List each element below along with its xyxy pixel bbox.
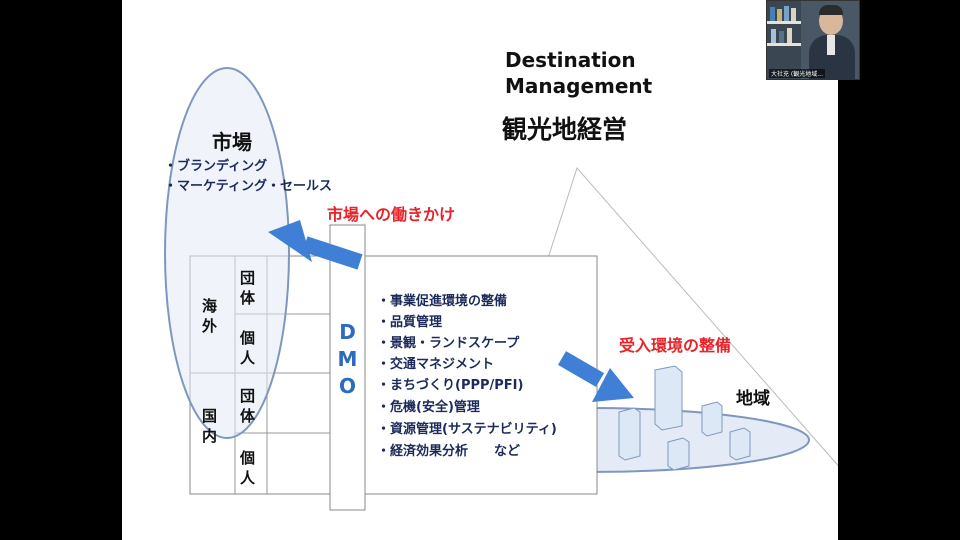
overseas-label: 海外	[202, 297, 218, 335]
participant-name-label: 大社充 (観光地域...	[769, 69, 825, 78]
group-label: 団体	[240, 269, 256, 307]
task-item: ・事業促進環境の整備	[377, 294, 508, 309]
person-collar	[827, 35, 835, 55]
task-item: ・交通マネジメント	[377, 357, 495, 372]
task-item: ・経済効果分析 など	[377, 444, 521, 459]
task-item: ・危機(安全)管理	[377, 400, 480, 415]
task-item: ・資源管理(サステナビリティ)	[377, 422, 557, 437]
individual-label: 個人	[240, 449, 256, 487]
individual-label: 個人	[240, 329, 256, 367]
market-arrow	[268, 220, 363, 270]
task-item: ・景観・ランドスケープ	[377, 336, 520, 351]
group-label: 団体	[240, 387, 256, 425]
slide-shapes	[164, 67, 838, 511]
webcam-thumbnail[interactable]: 大社充 (観光地域...	[766, 0, 860, 80]
person-hair	[819, 5, 843, 15]
task-item: ・まちづくり(PPP/PFI)	[377, 378, 524, 393]
title-en-line1: Destination	[505, 48, 636, 72]
bookshelf	[767, 1, 801, 79]
dmo-letter: M	[337, 347, 358, 371]
dmo-box	[329, 224, 366, 511]
dmo-letter: O	[338, 374, 356, 398]
domestic-label: 国内	[202, 407, 218, 445]
reception-arrow	[557, 351, 634, 402]
market-item: ・マーケティング・セールス	[164, 179, 332, 194]
presentation-slide: Destination Management 観光地経営 市場 ・ブランディング…	[122, 0, 838, 540]
task-item: ・品質管理	[377, 315, 443, 330]
reception-label: 受入環境の整備	[619, 336, 732, 355]
title-jp: 観光地経営	[502, 115, 628, 144]
market-item: ・ブランディング	[164, 159, 268, 174]
region-label: 地域	[736, 389, 770, 409]
title-en-line2: Management	[505, 74, 653, 98]
market-title: 市場	[212, 130, 252, 154]
market-action-label: 市場への働きかけ	[327, 205, 456, 224]
market-ellipse	[164, 67, 290, 439]
region-buildings	[618, 365, 751, 471]
dmo-letter: D	[339, 320, 356, 344]
